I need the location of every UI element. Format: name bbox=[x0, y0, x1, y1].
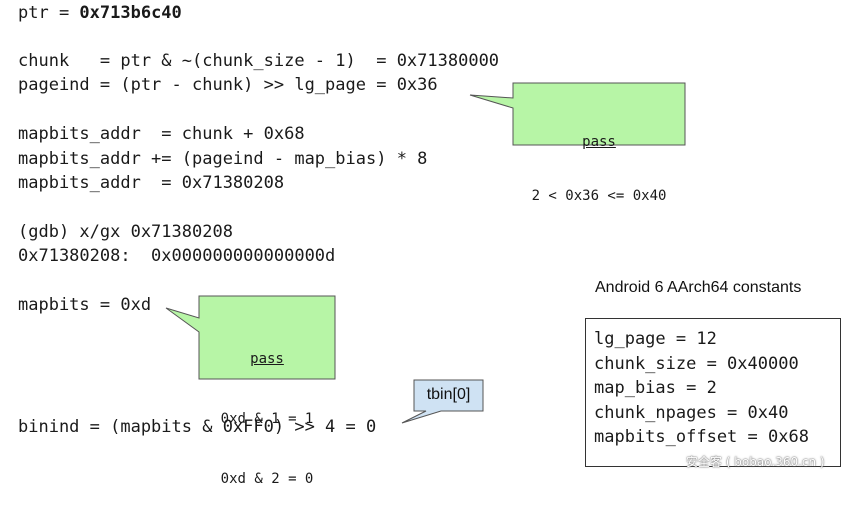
mapbits-addr-line-2: mapbits_addr += (pageind - map_bias) * 8 bbox=[18, 149, 428, 169]
ptr-line: ptr = 0x713b6c40 bbox=[18, 3, 182, 23]
constant-chunk-npages: chunk_npages = 0x40 bbox=[594, 402, 789, 423]
chunk-line: chunk = ptr & ~(chunk_size - 1) = 0x7138… bbox=[18, 51, 500, 71]
ptr-value: 0x713b6c40 bbox=[79, 3, 182, 23]
pageind-pass-title: pass bbox=[582, 134, 616, 150]
mapbits-addr-line-1: mapbits_addr = chunk + 0x68 bbox=[18, 124, 305, 144]
tbin-tag-callout-bubble bbox=[401, 379, 484, 424]
mapbits-value-line: mapbits = 0xd bbox=[18, 295, 152, 315]
gdb-command: (gdb) x/gx 0x71380208 bbox=[18, 222, 233, 242]
mapbits-pass-callout: pass 0xd & 1 = 1 0xd & 2 = 0 bbox=[199, 309, 335, 509]
binind-line: binind = (mapbits & 0xFF0) >> 4 = 0 bbox=[18, 417, 377, 437]
watermark: 安全客 ( bobao.360.cn ) bbox=[686, 455, 825, 469]
constants-list: lg_page = 12 chunk_size = 0x40000 map_bias… bbox=[594, 327, 809, 450]
constant-mapbits-offset: mapbits_offset = 0x68 bbox=[594, 427, 809, 447]
constant-chunk-size: chunk_size = 0x40000 bbox=[594, 353, 799, 374]
constant-map-bias: map_bias = 2 bbox=[594, 378, 717, 398]
ptr-prefix: ptr = bbox=[18, 3, 80, 23]
mapbits-pass-condition-2: 0xd & 2 = 0 bbox=[220, 471, 314, 487]
mapbits-pass-callout-bubble bbox=[165, 295, 336, 380]
constants-heading: Android 6 AArch64 constants bbox=[595, 279, 802, 296]
constant-lg-page: lg_page = 12 bbox=[594, 329, 717, 349]
callout-shapes bbox=[165, 82, 686, 424]
pageind-line: pageind = (ptr - chunk) >> lg_page = 0x3… bbox=[18, 75, 438, 95]
tbin-tag-label: tbin[0] bbox=[426, 386, 471, 403]
pageind-pass-condition: 2 < 0x36 <= 0x40 bbox=[531, 188, 667, 204]
mapbits-pass-title: pass bbox=[250, 351, 284, 367]
pageind-pass-callout: pass 2 < 0x36 <= 0x40 bbox=[513, 97, 685, 223]
pageind-pass-callout-bubble bbox=[469, 82, 686, 146]
mapbits-pass-condition-1: 0xd & 1 = 1 bbox=[220, 411, 314, 427]
mapbits-addr-line-3: mapbits_addr = 0x71380208 bbox=[18, 173, 285, 193]
gdb-output: 0x71380208: 0x000000000000000d bbox=[18, 246, 336, 266]
constants-box: lg_page = 12 chunk_size = 0x40000 map_bias… bbox=[585, 318, 841, 467]
